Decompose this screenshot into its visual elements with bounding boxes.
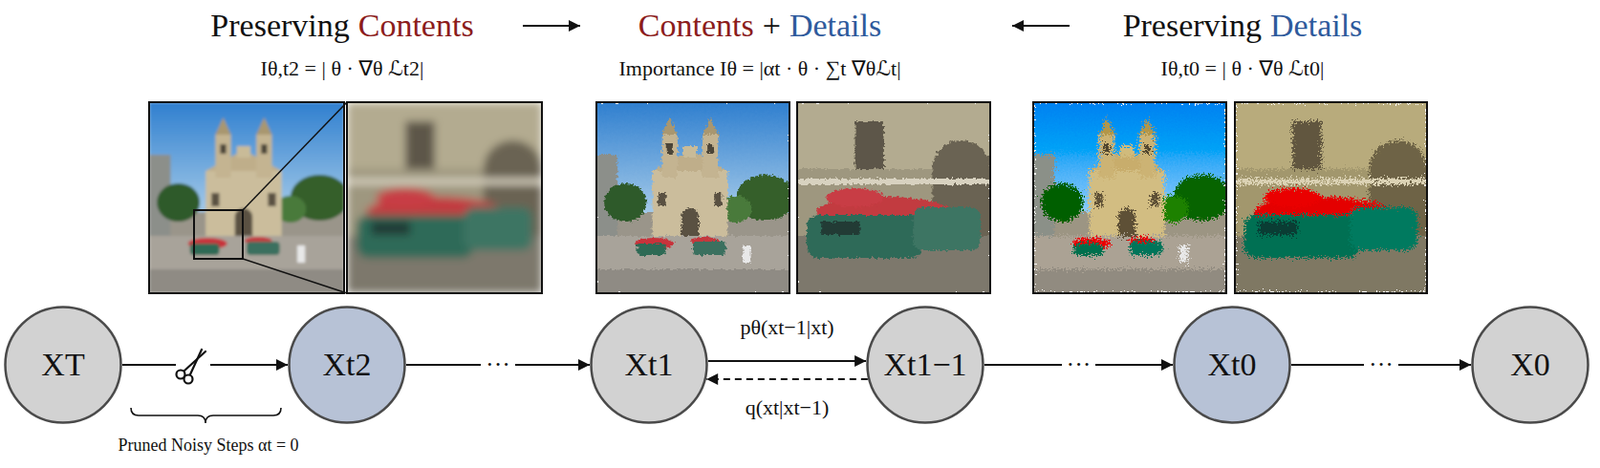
- transition-label: pθ(xt−1|xt): [735, 316, 839, 340]
- transition-label: q(xt|xt−1): [740, 396, 835, 420]
- state-circle: Xt1: [589, 305, 709, 425]
- state-label: Xt1−1: [883, 348, 967, 382]
- heading-row: PreservingContents: [210, 7, 474, 44]
- heading-word: Contents: [358, 7, 475, 44]
- state-circle: Xt2: [287, 305, 407, 425]
- heading-row: PreservingDetails: [1123, 7, 1363, 44]
- state-circle: Xt0: [1172, 305, 1292, 425]
- photo-frame: [596, 102, 790, 294]
- state-label: Xt2: [323, 348, 372, 382]
- photo: [596, 102, 795, 294]
- photo-frame: [1033, 102, 1227, 294]
- heading-word: Preserving: [210, 7, 349, 44]
- zoom-line: [242, 259, 347, 294]
- circle-shape: [5, 307, 122, 424]
- photo-frame: [1234, 102, 1428, 294]
- state-label: Xt1: [625, 348, 674, 382]
- importance-formula: Iθ,t2 = | θ · ∇θ ℒt2|: [260, 56, 425, 81]
- heading-word: Details: [789, 7, 882, 44]
- circle-shape: [591, 307, 708, 424]
- heading-word: Details: [1270, 7, 1363, 44]
- ellipsis-label: ···: [1061, 351, 1097, 380]
- circle-shape: [867, 307, 984, 424]
- brace: [130, 408, 282, 424]
- photo-scene: [596, 102, 795, 294]
- ellipsis-label: ···: [1363, 351, 1399, 380]
- state-circle: XT: [3, 305, 123, 425]
- zoom-box: [194, 210, 243, 260]
- photo: [149, 102, 349, 294]
- photo: [1234, 102, 1428, 294]
- heading-arrow: [522, 24, 581, 27]
- bracket-note: Pruned Noisy Steps αt = 0: [117, 435, 299, 456]
- photo-frame: [797, 102, 991, 294]
- heading-arrow: [1012, 24, 1070, 27]
- photo-zoom: [346, 102, 542, 294]
- photo: [346, 102, 542, 294]
- heading-word: +: [762, 7, 781, 44]
- transition-arrow: [708, 360, 866, 363]
- photo-zoom: [1234, 102, 1428, 294]
- state-label: XT: [41, 348, 85, 382]
- ellipsis-label: ···: [480, 351, 516, 380]
- state-label: X0: [1510, 348, 1551, 382]
- state-circle: Xt1−1: [865, 305, 985, 425]
- photo-zoom: [797, 102, 991, 294]
- photo: [1033, 102, 1232, 294]
- heading-word: Preserving: [1123, 7, 1262, 44]
- heading-word: Contents: [638, 7, 755, 44]
- state-label: Xt0: [1208, 348, 1257, 382]
- photo-frame: [149, 102, 345, 294]
- circle-shape: [1174, 307, 1291, 424]
- photo-scene: [149, 102, 349, 294]
- transition-arrow: [706, 378, 868, 381]
- heading-row: Contents+Details: [638, 7, 882, 44]
- photo-frame: [346, 102, 542, 294]
- photo: [797, 102, 991, 294]
- photo-scene: [1033, 102, 1232, 294]
- circle-shape: [1472, 307, 1589, 424]
- state-circle: X0: [1470, 305, 1590, 425]
- importance-formula: Importance Iθ = |αt · θ · ∑t ∇θℒt|: [618, 56, 901, 81]
- scissors-symbol: [176, 349, 207, 385]
- circle-shape: [289, 307, 406, 424]
- importance-formula: Iθ,t0 = | θ · ∇θ ℒt0|: [1161, 56, 1325, 81]
- zoom-line: [242, 102, 347, 211]
